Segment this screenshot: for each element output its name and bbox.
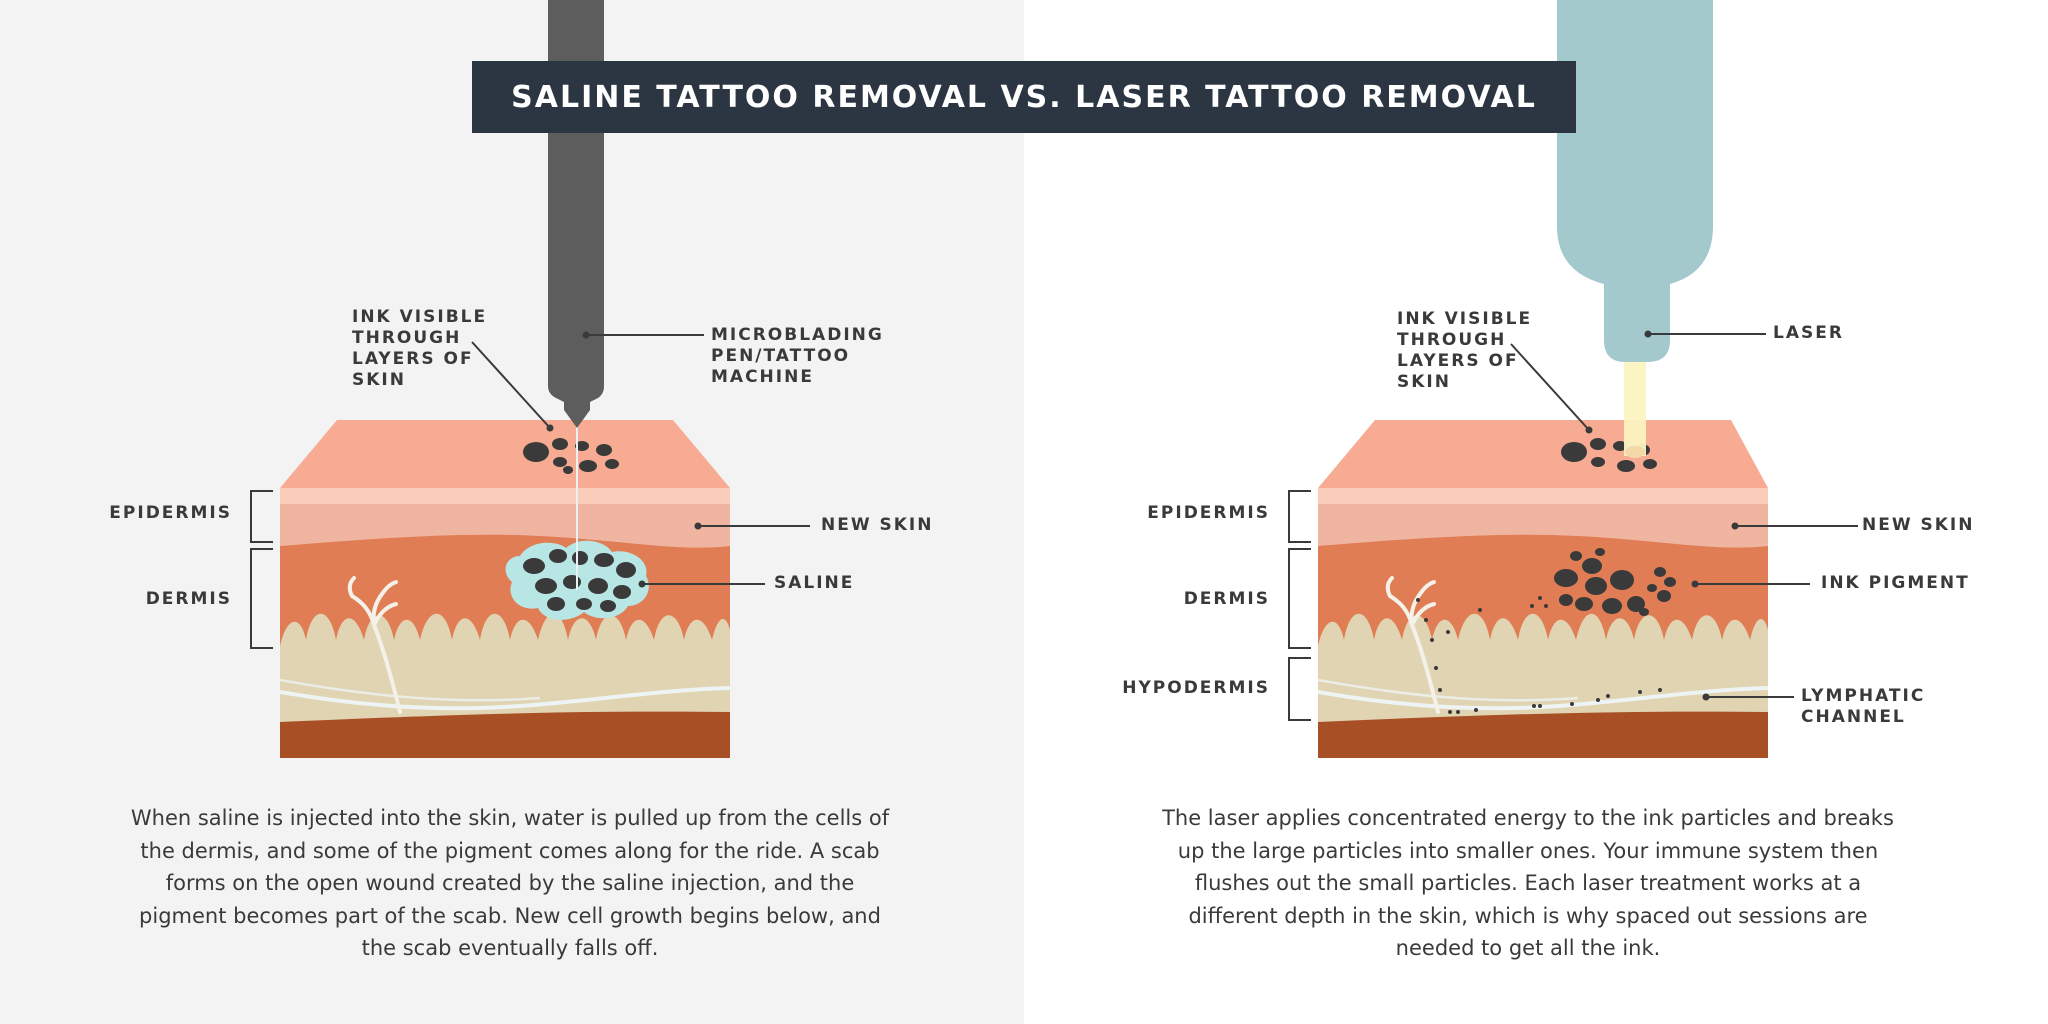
flushed-particles (1416, 596, 1662, 714)
laser-leader-lines (1288, 330, 1858, 721)
new-skin-label: NEW SKIN (821, 515, 934, 535)
ink-pigment-label: INK PIGMENT (1821, 573, 1970, 593)
lymphatic-channel-label: LYMPHATIC CHANNEL (1801, 686, 1926, 727)
bottom-layer (1318, 711, 1768, 758)
new-skin-label: NEW SKIN (1862, 515, 1975, 535)
title-banner: SALINE TATTOO REMOVAL VS. LASER TATTOO R… (472, 61, 1576, 133)
new-skin-layer (280, 488, 730, 504)
saline-skin-diagram (280, 0, 730, 758)
new-skin-layer (1318, 488, 1768, 504)
saline-description: When saline is injected into the skin, w… (130, 806, 890, 960)
bottom-layer (280, 711, 730, 758)
laser-device (1557, 0, 1713, 362)
epidermis-label: EPIDERMIS (109, 503, 232, 523)
ink-particles-top (523, 438, 619, 474)
laser-label: LASER (1773, 323, 1844, 343)
saline-label: SALINE (774, 573, 855, 593)
page-title: SALINE TATTOO REMOVAL VS. LASER TATTOO R… (511, 79, 1537, 115)
saline-leader-lines (250, 331, 810, 649)
ink-visible-label: INK VISIBLE THROUGH LAYERS OF SKIN (1397, 309, 1533, 392)
skin-top-face (1318, 420, 1768, 488)
skin-top-face (280, 420, 730, 488)
laser-skin-diagram (1318, 0, 1768, 758)
laser-description: The laser applies concentrated energy to… (1162, 806, 1894, 960)
epidermis-label: EPIDERMIS (1147, 503, 1270, 523)
dermis-label: DERMIS (1183, 589, 1270, 609)
ink-pigment-cluster (1554, 548, 1676, 616)
hypodermis-label: HYPODERMIS (1122, 678, 1270, 698)
lymphatic-channel-line (1318, 686, 1768, 711)
ink-visible-label: INK VISIBLE THROUGH LAYERS OF SKIN (352, 307, 488, 390)
blood-vessel (347, 576, 402, 714)
pen-label: MICROBLADING PEN/TATTOO MACHINE (711, 325, 884, 387)
blood-vessel (1385, 576, 1440, 714)
dermis-label: DERMIS (145, 589, 232, 609)
laser-beam (1624, 360, 1646, 456)
